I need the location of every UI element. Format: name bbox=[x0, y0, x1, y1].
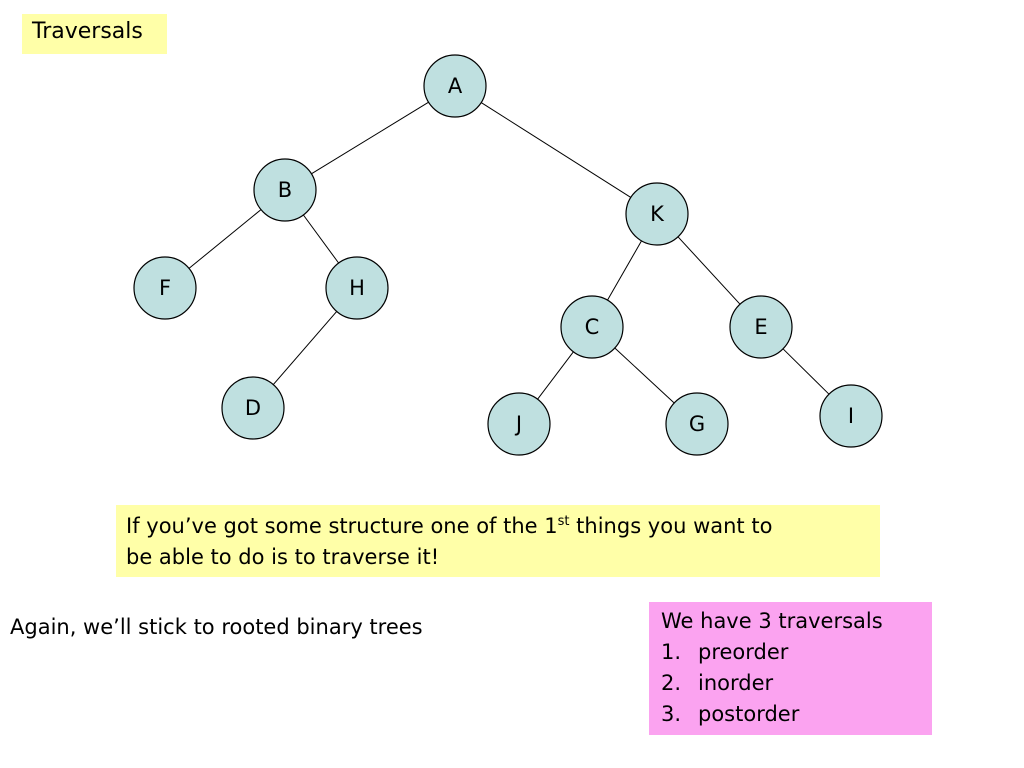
tree-edge-a-k bbox=[480, 102, 632, 198]
tree-node-circle bbox=[221, 376, 285, 440]
tree-node-j: J bbox=[487, 392, 551, 456]
tree-edge-b-f bbox=[188, 209, 262, 269]
tree-node-circle bbox=[665, 392, 729, 456]
tree-edge-a-b bbox=[311, 101, 429, 175]
tree-node-label: G bbox=[689, 412, 705, 436]
traversals-list-box: We have 3 traversals 1. preorder 2. inorde… bbox=[649, 602, 932, 735]
traversals-heading: We have 3 traversals bbox=[661, 609, 883, 633]
traversal-item-postorder: 3. postorder bbox=[661, 699, 932, 730]
tree-node-a: A bbox=[423, 54, 487, 118]
note-text-after: things you want to bbox=[569, 514, 773, 538]
tree-node-label: B bbox=[278, 178, 292, 202]
traversal-label: inorder bbox=[698, 671, 774, 695]
tree-edge-c-j bbox=[537, 351, 574, 400]
tree-node-c: C bbox=[560, 295, 624, 359]
tree-node-circle bbox=[253, 158, 317, 222]
tree-node-e: E bbox=[729, 295, 793, 359]
tree-node-label: J bbox=[514, 412, 522, 436]
tree-node-f: F bbox=[133, 256, 197, 320]
tree-node-k: K bbox=[625, 182, 689, 246]
tree-node-circle bbox=[625, 182, 689, 246]
note-superscript: st bbox=[557, 514, 570, 529]
traversal-label: preorder bbox=[698, 640, 789, 664]
tree-node-d: D bbox=[221, 376, 285, 440]
tree-node-b: B bbox=[253, 158, 317, 222]
tree-node-circle bbox=[729, 295, 793, 359]
tree-node-label: H bbox=[349, 276, 365, 300]
rooted-binary-trees-text: Again, we’ll stick to rooted binary tree… bbox=[10, 615, 423, 639]
tree-node-g: G bbox=[665, 392, 729, 456]
traverse-note-line-1: If you’ve got some structure one of the … bbox=[126, 511, 880, 542]
tree-node-circle bbox=[560, 295, 624, 359]
slide-title-text: Traversals bbox=[32, 19, 143, 44]
tree-node-h: H bbox=[325, 256, 389, 320]
tree-node-label: A bbox=[448, 74, 463, 98]
traversal-number: 2. bbox=[661, 671, 682, 695]
note-text-before: If you’ve got some structure one of the … bbox=[126, 514, 558, 538]
tree-node-circle bbox=[325, 256, 389, 320]
tree-edges bbox=[188, 101, 830, 404]
slide-title: Traversals bbox=[22, 14, 167, 54]
traverse-note-line-2: be able to do is to traverse it! bbox=[126, 545, 440, 569]
tree-node-label: C bbox=[585, 315, 600, 339]
traversal-number: 3. bbox=[661, 702, 682, 726]
traversal-item-inorder: 2. inorder bbox=[661, 668, 932, 699]
traversal-item-preorder: 1. preorder bbox=[661, 637, 932, 668]
tree-edge-e-i bbox=[782, 348, 830, 395]
tree-edge-k-c bbox=[607, 240, 642, 301]
tree-node-circle bbox=[133, 256, 197, 320]
tree-edge-b-h bbox=[302, 214, 340, 264]
tree-node-i: I bbox=[819, 384, 883, 448]
traversal-label: postorder bbox=[698, 702, 800, 726]
tree-node-label: F bbox=[159, 276, 171, 300]
tree-node-circle bbox=[819, 384, 883, 448]
traversal-number: 1. bbox=[661, 640, 682, 664]
tree-nodes: A B K F H D C E J G I bbox=[133, 54, 883, 456]
tree-node-label: I bbox=[848, 404, 854, 428]
tree-node-circle bbox=[423, 54, 487, 118]
tree-node-circle bbox=[487, 392, 551, 456]
tree-node-label: K bbox=[650, 202, 665, 226]
traverse-note: If you’ve got some structure one of the … bbox=[116, 505, 880, 577]
binary-tree-diagram: A B K F H D C E J G I bbox=[133, 54, 883, 456]
tree-edge-c-g bbox=[614, 347, 675, 404]
tree-edge-h-d bbox=[272, 311, 338, 385]
tree-node-label: E bbox=[754, 315, 767, 339]
tree-node-label: D bbox=[245, 396, 261, 420]
tree-edge-k-e bbox=[677, 236, 741, 305]
